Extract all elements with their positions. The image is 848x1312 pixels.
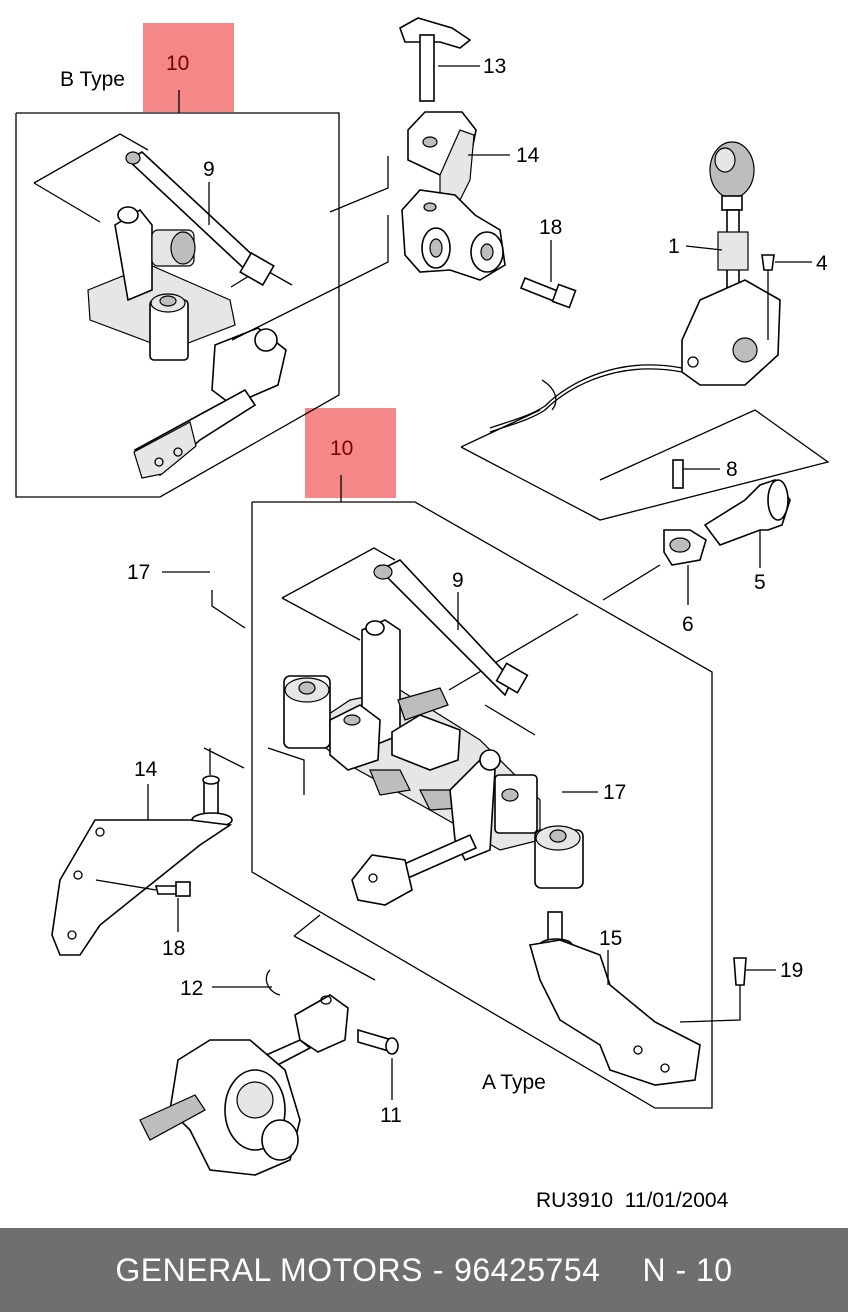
callout-11: 11 (380, 1104, 402, 1127)
a-type-frame (251, 501, 713, 1109)
footer-separator: - (432, 1251, 445, 1288)
callout-13: 13 (483, 55, 506, 78)
footer-part-number: 96425754 (454, 1251, 601, 1288)
callout-8: 8 (726, 458, 738, 481)
callout-b-10: 10 (166, 52, 189, 75)
callout-14-left: 14 (134, 758, 158, 781)
footer-brand: GENERAL MOTORS (115, 1251, 423, 1288)
highlight-box-b-10 (143, 23, 234, 112)
leader-lines (95, 65, 812, 1100)
callout-17-left: 17 (127, 561, 150, 584)
callout-b-9: 9 (203, 158, 215, 181)
b-type-label: B Type (60, 68, 125, 91)
shift-bracket-top (231, 17, 577, 341)
a-type-label: A Type (482, 1071, 546, 1094)
b-type-frame (15, 112, 340, 498)
callout-5: 5 (754, 571, 766, 594)
callout-17-right: 17 (603, 781, 626, 804)
b-type-shift-assembly (33, 133, 293, 479)
footer-page: N - 10 (642, 1251, 733, 1288)
a-type-shift-assembly (211, 547, 584, 906)
callout-labels: 10 10 9 13 14 18 1 4 8 5 6 17 9 17 14 18… (60, 52, 828, 1212)
gear-shift-lever (460, 141, 830, 521)
callout-18-top: 18 (539, 216, 562, 239)
callout-14-top: 14 (516, 144, 540, 167)
callout-18-left: 18 (162, 937, 185, 960)
highlight-box-a-10 (305, 408, 396, 498)
footer-bar: GENERAL MOTORS - 96425754 N - 10 (0, 1228, 848, 1312)
reference-code: RU3910 11/01/2004 (536, 1189, 729, 1212)
callout-1: 1 (668, 235, 680, 258)
callout-a-10: 10 (330, 437, 353, 460)
callout-15: 15 (599, 927, 622, 950)
callout-a-9: 9 (452, 569, 464, 592)
callout-19: 19 (780, 959, 803, 982)
callout-12: 12 (180, 977, 203, 1000)
parts-diagram: 10 10 9 13 14 18 1 4 8 5 6 17 9 17 14 18… (15, 17, 830, 1212)
bracket-15 (528, 911, 747, 1086)
callout-4: 4 (816, 252, 828, 275)
transmission-selector (139, 914, 399, 1176)
cable-end-parts (602, 459, 791, 601)
callout-6: 6 (682, 613, 694, 636)
